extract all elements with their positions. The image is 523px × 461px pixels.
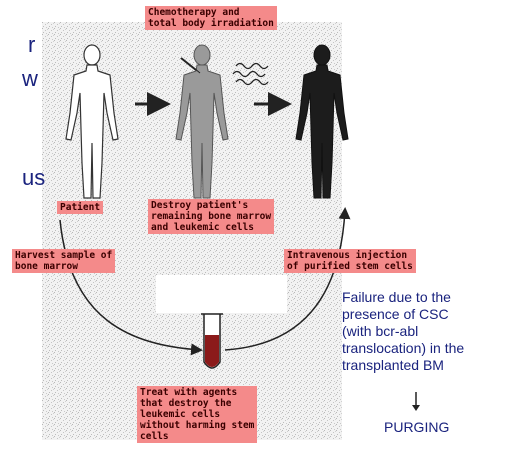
label-chemotherapy: Chemotherapy and total body irradiation <box>145 6 277 30</box>
purging-label: PURGING <box>384 419 449 435</box>
arrow-down-icon <box>412 392 420 411</box>
treated-figure-icon <box>176 45 228 198</box>
curve-left-arrow <box>60 220 200 350</box>
label-harvest-marrow: Harvest sample of bone marrow <box>12 249 115 273</box>
test-tube-icon <box>201 314 223 368</box>
transplant-figure-icon <box>296 45 348 198</box>
label-intravenous-injection: Intravenous injection of purified stem c… <box>284 249 416 273</box>
failure-note: Failure due to the presence of CSC (with… <box>342 289 464 374</box>
radiation-wave-icon <box>233 64 268 85</box>
label-treat-agents: Treat with agents that destroy the leuke… <box>137 386 257 443</box>
patient-figure-icon <box>66 45 118 198</box>
label-destroy-marrow: Destroy patient's remaining bone marrow … <box>148 199 274 234</box>
label-patient: Patient <box>57 201 103 214</box>
